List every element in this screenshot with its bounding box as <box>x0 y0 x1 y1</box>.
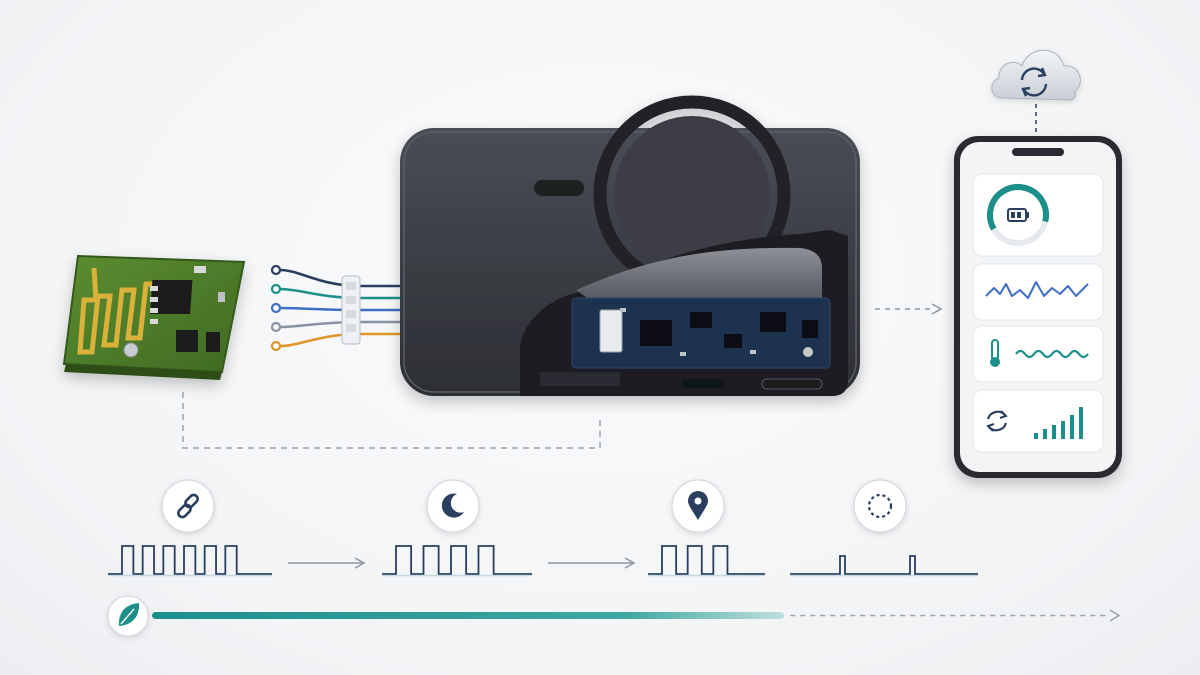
card-background <box>972 173 1104 257</box>
stage-location-pin <box>648 479 765 577</box>
wire-terminal-5 <box>270 340 282 352</box>
efficiency-progress <box>107 595 1121 637</box>
signal-bar <box>1043 429 1047 439</box>
pcb-antenna-module <box>62 254 246 380</box>
phone-card-temperature-wave <box>972 325 1104 383</box>
power-mode-stages <box>108 479 978 577</box>
power-button <box>761 378 823 390</box>
stage-dotted-circle <box>790 479 978 577</box>
wire-terminal-2 <box>270 283 282 295</box>
wire-terminal-1 <box>270 264 282 276</box>
moon-icon <box>441 493 464 518</box>
stage-moon <box>382 479 532 577</box>
module-device-dashed-link <box>182 392 601 449</box>
card-background <box>972 263 1104 321</box>
antenna-trace <box>77 267 158 355</box>
phone-card-battery-gauge <box>972 173 1104 257</box>
usb-c-port <box>682 379 724 388</box>
signal-bar <box>1061 421 1065 439</box>
card-background <box>972 325 1104 383</box>
dotted-circle-icon <box>867 493 893 519</box>
wireless-power-bank <box>400 95 860 396</box>
progress-arrowhead <box>1109 609 1121 622</box>
stage-icon-badge <box>853 479 907 533</box>
temperature-wave-line <box>1015 349 1089 359</box>
waveform-line <box>985 281 1089 299</box>
battery-cell <box>576 247 822 300</box>
signal-bar <box>1034 433 1038 439</box>
battery-level-arc <box>987 184 1049 246</box>
location-pin-icon <box>688 491 708 520</box>
phone-notch <box>1012 148 1064 156</box>
wire-terminal-3 <box>270 302 282 314</box>
status-led <box>534 180 584 196</box>
component-can <box>123 342 139 358</box>
signal-bar <box>1052 425 1056 439</box>
board-connector <box>599 309 623 353</box>
wire-connector <box>341 275 361 345</box>
link-icon <box>177 503 192 519</box>
signal-bar <box>1070 415 1074 439</box>
signal-bar <box>1079 407 1083 439</box>
pulse-train <box>648 545 765 575</box>
card-background <box>972 389 1104 453</box>
progress-fill <box>152 612 785 619</box>
stage-transition-arrow <box>288 557 366 569</box>
phone-app-cards <box>972 173 1104 453</box>
phone-card-sync-signal <box>972 389 1104 453</box>
pulse-train <box>108 545 272 575</box>
stage-link <box>108 479 272 577</box>
main-chip <box>150 280 193 314</box>
stage-transition-arrow <box>548 557 636 569</box>
wire-terminal-4 <box>270 321 282 333</box>
phone-card-waveform <box>972 263 1104 321</box>
stage-icon-badge <box>426 479 480 533</box>
cloud-sync-icon <box>991 49 1081 101</box>
small-chip <box>206 332 220 352</box>
secondary-chip <box>176 330 198 352</box>
pulse-train <box>382 545 532 575</box>
pulse-train <box>790 555 978 575</box>
